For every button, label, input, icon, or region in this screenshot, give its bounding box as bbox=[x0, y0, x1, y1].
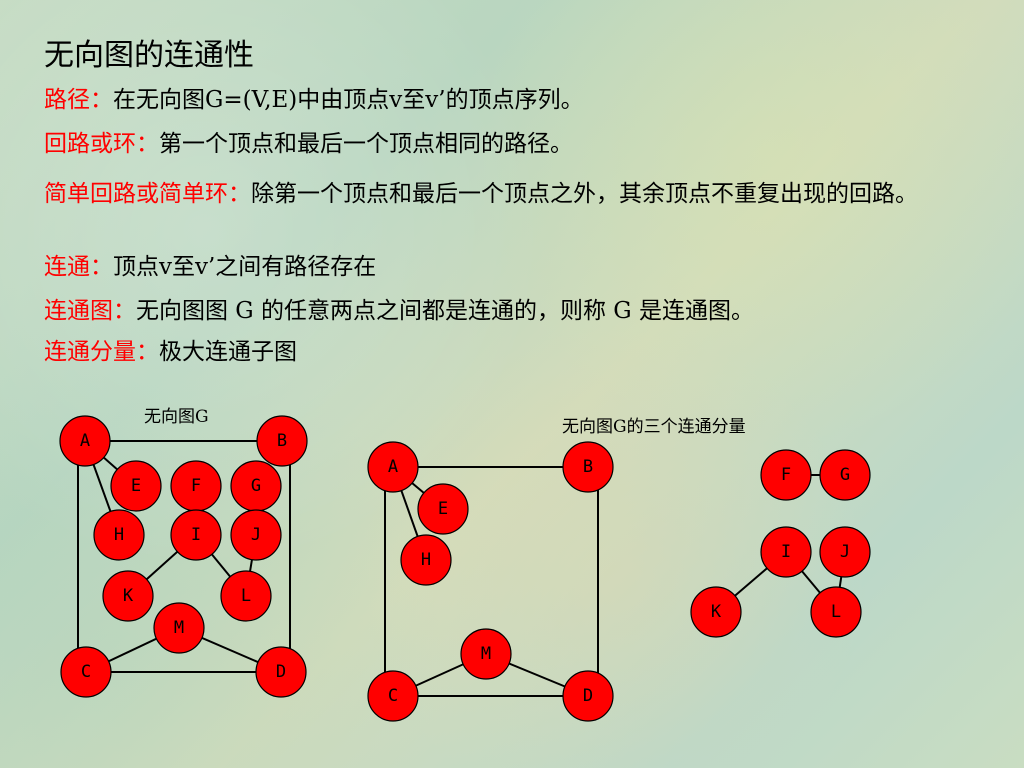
node-m: M bbox=[153, 602, 205, 654]
definition-text: 顶点v至v’之间有路径存在 bbox=[113, 254, 377, 280]
definition-text: 极大连通子图 bbox=[159, 339, 297, 365]
definition-path: 路径：在无向图G=(V,E)中由顶点v至v’的顶点序列。 bbox=[44, 84, 984, 116]
definition-term: 回路或环： bbox=[44, 131, 159, 157]
svg-text:D: D bbox=[276, 662, 286, 682]
svg-text:I: I bbox=[781, 542, 791, 562]
node-a: A bbox=[59, 415, 111, 467]
node-e: E bbox=[110, 460, 162, 512]
components-caption: 无向图G的三个连通分量 bbox=[562, 417, 746, 437]
node-d: D bbox=[562, 670, 614, 722]
definition-connected-component: 连通分量：极大连通子图 bbox=[44, 336, 984, 368]
svg-text:J: J bbox=[840, 542, 850, 562]
svg-text:M: M bbox=[174, 618, 184, 638]
svg-text:L: L bbox=[241, 586, 251, 606]
node-i: I bbox=[760, 526, 812, 578]
graph-g-caption: 无向图G bbox=[144, 407, 209, 427]
node-f: F bbox=[170, 460, 222, 512]
node-m: M bbox=[460, 628, 512, 680]
definition-text: 除第一个顶点和最后一个顶点之外，其余顶点不重复出现的回路。 bbox=[251, 181, 918, 207]
svg-text:D: D bbox=[583, 686, 593, 706]
node-h: H bbox=[93, 509, 145, 561]
svg-text:H: H bbox=[421, 550, 431, 570]
node-k: K bbox=[102, 570, 154, 622]
page-title: 无向图的连通性 bbox=[44, 38, 254, 73]
node-c: C bbox=[60, 646, 112, 698]
svg-text:C: C bbox=[81, 662, 91, 682]
definition-text: 在无向图G=(V,E)中由顶点v至v’的顶点序列。 bbox=[113, 87, 584, 113]
definition-cycle: 回路或环：第一个顶点和最后一个顶点相同的路径。 bbox=[44, 128, 984, 160]
svg-text:G: G bbox=[840, 465, 850, 485]
definition-term: 连通图： bbox=[44, 298, 136, 324]
node-b: B bbox=[562, 441, 614, 493]
svg-text:F: F bbox=[191, 476, 201, 496]
definition-connected-graph: 连通图：无向图图 G 的任意两点之间都是连通的，则称 G 是连通图。 bbox=[44, 295, 984, 327]
svg-text:K: K bbox=[123, 586, 134, 606]
node-g: G bbox=[230, 460, 282, 512]
definition-term: 连通分量： bbox=[44, 339, 159, 365]
node-l: L bbox=[220, 570, 272, 622]
node-j: J bbox=[230, 509, 282, 561]
node-i: I bbox=[170, 509, 222, 561]
svg-text:A: A bbox=[80, 431, 90, 451]
definition-term: 简单回路或简单环： bbox=[44, 181, 251, 207]
node-l: L bbox=[810, 586, 862, 638]
svg-text:E: E bbox=[438, 499, 448, 519]
node-b: B bbox=[256, 415, 308, 467]
definition-simple-cycle: 简单回路或简单环：除第一个顶点和最后一个顶点之外，其余顶点不重复出现的回路。 bbox=[44, 178, 944, 210]
node-j: J bbox=[819, 526, 871, 578]
definition-term: 连通： bbox=[44, 254, 113, 280]
node-a: A bbox=[367, 441, 419, 493]
svg-text:H: H bbox=[114, 525, 124, 545]
node-e: E bbox=[417, 483, 469, 535]
svg-text:G: G bbox=[251, 476, 261, 496]
svg-text:K: K bbox=[711, 602, 722, 622]
svg-text:I: I bbox=[191, 525, 201, 545]
svg-text:C: C bbox=[388, 686, 398, 706]
node-d: D bbox=[255, 646, 307, 698]
svg-text:B: B bbox=[583, 457, 593, 477]
svg-text:E: E bbox=[131, 476, 141, 496]
definition-text: 第一个顶点和最后一个顶点相同的路径。 bbox=[159, 131, 573, 157]
definition-text: 无向图图 G 的任意两点之间都是连通的，则称 G 是连通图。 bbox=[136, 298, 754, 324]
node-f: F bbox=[760, 449, 812, 501]
node-h: H bbox=[400, 534, 452, 586]
svg-text:A: A bbox=[388, 457, 398, 477]
node-c: C bbox=[367, 670, 419, 722]
node-g: G bbox=[819, 449, 871, 501]
svg-text:L: L bbox=[831, 602, 841, 622]
definition-connected: 连通：顶点v至v’之间有路径存在 bbox=[44, 251, 984, 283]
svg-text:B: B bbox=[277, 431, 287, 451]
definition-term: 路径： bbox=[44, 87, 113, 113]
svg-text:M: M bbox=[481, 644, 491, 664]
svg-text:J: J bbox=[251, 525, 261, 545]
svg-text:F: F bbox=[781, 465, 791, 485]
node-k: K bbox=[690, 586, 742, 638]
